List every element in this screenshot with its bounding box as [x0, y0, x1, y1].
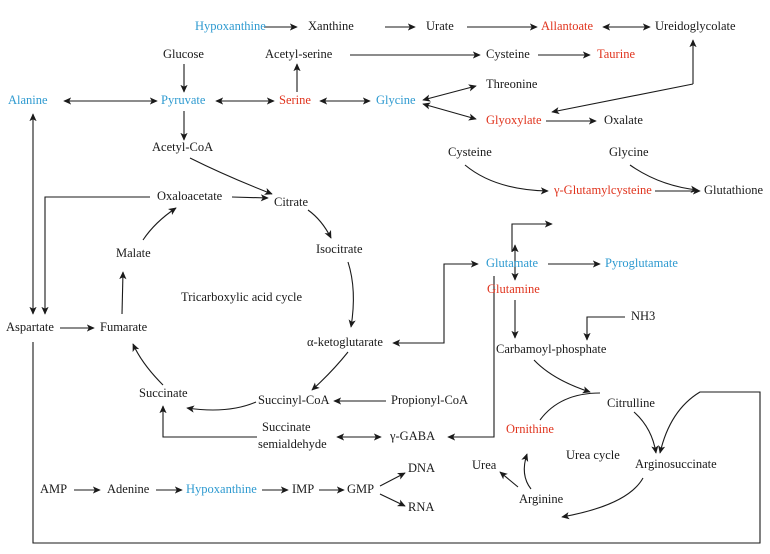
edge-glycine-glutathione: [629, 164, 699, 193]
edge-semialdehyde-succinate: [159, 405, 257, 438]
edge-glyoxylate-ureidoglycolate: [551, 83, 694, 115]
node-glutamate: Glutamate: [486, 256, 539, 270]
edge-akg-succinylcoa: [311, 351, 349, 391]
edge-citrulline-arginosuccinate: [633, 411, 659, 454]
node-taurine: Taurine: [597, 47, 635, 61]
node-pyroglutamate: Pyroglutamate: [605, 256, 678, 270]
edge-glycine-threonine: [422, 84, 477, 102]
edge-citrate-isocitrate: [307, 209, 332, 239]
node-glycine-mid: Glycine: [609, 145, 649, 159]
node-adenine: Adenine: [107, 482, 150, 496]
node-oxalate: Oxalate: [604, 113, 643, 127]
urea-cycle-label: Urea cycle: [566, 448, 620, 462]
node-acetyl-coa: Acetyl-CoA: [152, 140, 213, 154]
node-hypoxanthine-bottom: Hypoxanthine: [186, 482, 257, 496]
node-citrulline: Citrulline: [607, 396, 655, 410]
edge-carbamoylphosphate-citrulline: [533, 359, 591, 394]
node-aspartate: Aspartate: [6, 320, 54, 334]
node-fumarate: Fumarate: [100, 320, 148, 334]
node-serine: Serine: [279, 93, 311, 107]
node-threonine: Threonine: [486, 77, 538, 91]
node-malate: Malate: [116, 246, 151, 260]
node-glutathione: Glutathione: [704, 183, 763, 197]
node-gmp: GMP: [347, 482, 374, 496]
edge-fumarate-malate: [119, 271, 127, 315]
node-allantoate: Allantoate: [541, 19, 594, 33]
node-succinyl-coa: Succinyl-CoA: [258, 393, 330, 407]
edge-nh3-carbamoylphosphate: [583, 316, 625, 341]
edge-oxaloacetate-citrate: [231, 194, 269, 202]
node-amp: AMP: [40, 482, 67, 496]
node-cysteine-mid: Cysteine: [448, 145, 492, 159]
edge-akg-glutamate: [392, 260, 479, 347]
edge-glutamate-gaba: [447, 276, 495, 441]
node-citrate: Citrate: [274, 195, 308, 209]
node-glycine-top: Glycine: [376, 93, 416, 107]
edge-arginosuccinate-arginine: [561, 477, 644, 520]
edge-malate-oxaloacetate: [142, 207, 177, 241]
node-gamma-glutamylcysteine: γ-Glutamylcysteine: [553, 183, 652, 197]
node-urea: Urea: [472, 458, 497, 472]
node-arginine: Arginine: [519, 492, 564, 506]
edge-aspartate-arginosuccinate: [32, 342, 761, 544]
edge-isocitrate-akg: [347, 261, 356, 328]
edge-glycine-glyoxylate: [422, 102, 477, 121]
node-acetyl-serine: Acetyl-serine: [265, 47, 333, 61]
tca-cycle-label: Tricarboxylic acid cycle: [181, 290, 302, 304]
node-succinate-semialdehyde-line2: semialdehyde: [258, 437, 327, 451]
node-pyruvate: Pyruvate: [161, 93, 206, 107]
edge-gmp-dna: [379, 472, 406, 487]
edge-succinate-fumarate: [132, 343, 164, 386]
edge-gmp-rna: [379, 493, 406, 507]
node-arginosuccinate: Arginosuccinate: [635, 457, 717, 471]
edge-ornithine-citrulline: [539, 392, 601, 421]
pathway-edges: [29, 23, 761, 544]
node-dna: DNA: [408, 461, 435, 475]
node-succinate-semialdehyde-line1: Succinate: [262, 420, 311, 434]
pathway-nodes: Hypoxanthine Xanthine Urate Allantoate U…: [6, 19, 763, 514]
node-xanthine: Xanthine: [308, 19, 354, 33]
edge-succinylcoa-succinate: [186, 401, 257, 413]
node-alanine: Alanine: [8, 93, 48, 107]
node-hypoxanthine-top: Hypoxanthine: [195, 19, 266, 33]
node-gaba: γ-GABA: [389, 429, 435, 443]
node-carbamoyl-phosphate: Carbamoyl-phosphate: [496, 342, 607, 356]
edge-oxaloacetate-aspartate: [41, 196, 150, 315]
node-imp: IMP: [292, 482, 314, 496]
node-alpha-ketoglutarate: α-ketoglutarate: [307, 335, 383, 349]
node-glutamine: Glutamine: [487, 282, 540, 296]
node-glyoxylate: Glyoxylate: [486, 113, 542, 127]
edge-acetylcoa-citrate: [189, 157, 273, 195]
node-ornithine: Ornithine: [506, 422, 554, 436]
node-ureidoglycolate: Ureidoglycolate: [655, 19, 736, 33]
edge-arginine-urea: [499, 471, 519, 488]
edge-glutamate-gglutamylcysteine: [511, 220, 553, 252]
node-urate: Urate: [426, 19, 454, 33]
edge-arginine-ornithine: [521, 453, 532, 490]
node-rna: RNA: [408, 500, 434, 514]
node-oxaloacetate: Oxaloacetate: [157, 189, 223, 203]
node-isocitrate: Isocitrate: [316, 242, 363, 256]
node-propionyl-coa: Propionyl-CoA: [391, 393, 468, 407]
edge-cysteine-gglutamylcysteine: [464, 164, 549, 195]
node-glucose: Glucose: [163, 47, 204, 61]
node-succinate: Succinate: [139, 386, 188, 400]
node-cysteine-top: Cysteine: [486, 47, 530, 61]
node-nh3: NH3: [631, 309, 655, 323]
